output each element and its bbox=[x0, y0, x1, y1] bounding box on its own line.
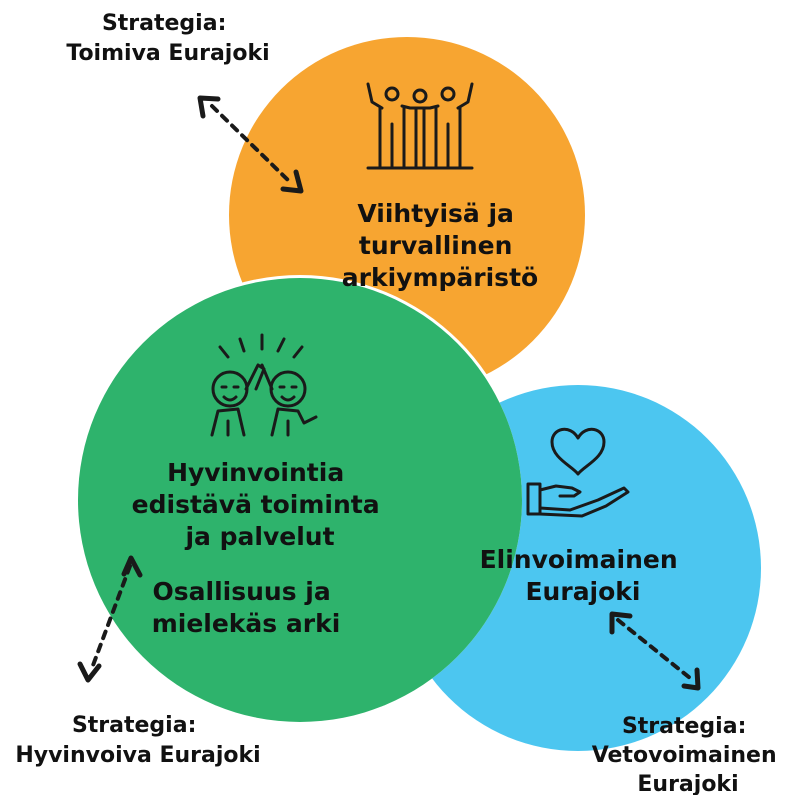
strategy-top-label: Strategia: Toimiva Eurajoki bbox=[66, 11, 269, 66]
left-circle-text-2: Osallisuus ja mielekäs arki bbox=[152, 577, 341, 638]
left-strategy-arrow bbox=[77, 555, 143, 683]
high-five-icon bbox=[210, 333, 318, 437]
team-celebrating-icon bbox=[366, 82, 474, 170]
top-circle-text: Viihtyisä ja turvallinen arkiympäristö bbox=[342, 199, 538, 292]
heart-in-hand-icon bbox=[526, 427, 630, 518]
left-circle bbox=[78, 278, 522, 722]
right-strategy-arrow bbox=[609, 611, 701, 691]
right-circle-text: Elinvoimainen Eurajoki bbox=[480, 545, 687, 606]
strategy-left-label: Strategia: Hyvinvoiva Eurajoki bbox=[15, 713, 260, 768]
top-strategy-arrow bbox=[197, 95, 304, 194]
strategy-right-label: Strategia: Vetovoimainen Eurajoki bbox=[592, 714, 785, 795]
left-circle-text: Hyvinvointia edistävä toiminta ja palvel… bbox=[132, 458, 389, 551]
